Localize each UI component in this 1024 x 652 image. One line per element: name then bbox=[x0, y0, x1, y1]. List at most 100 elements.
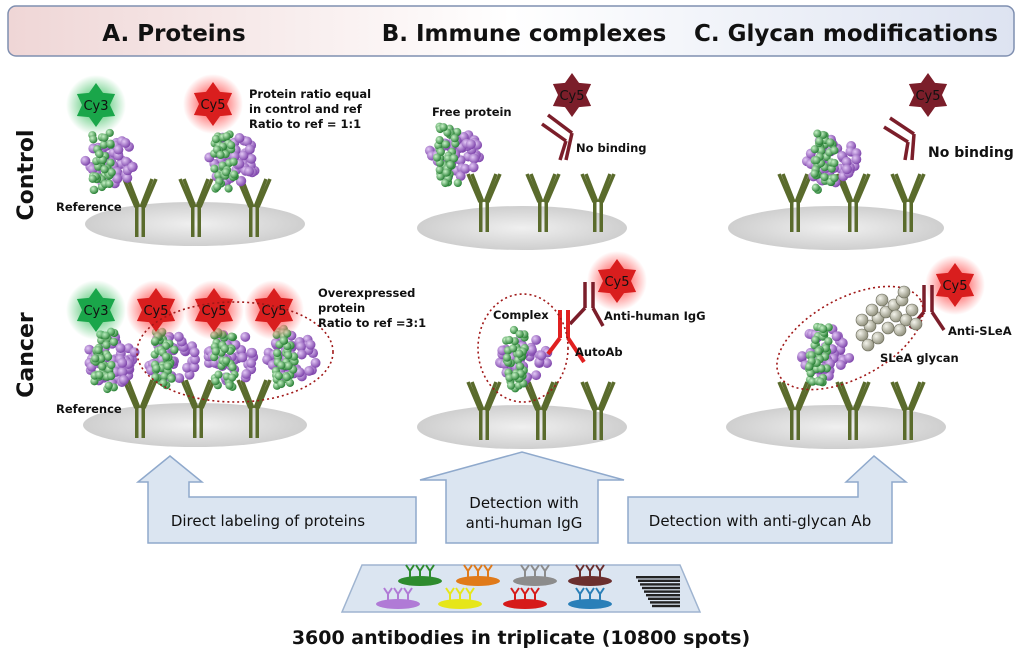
row-label-cancer: Cancer bbox=[14, 312, 39, 398]
header-banner bbox=[7, 5, 1015, 57]
label-ratio-equal-3: Ratio to ref = 1:1 bbox=[249, 117, 361, 131]
array-antibody bbox=[520, 587, 530, 602]
glycan-unit bbox=[865, 303, 879, 317]
gradient-bar bbox=[638, 579, 680, 582]
label-no-binding-immune: No binding bbox=[576, 141, 646, 155]
glycan-unit bbox=[881, 321, 895, 335]
label-overexpressed-1: Overexpressed bbox=[318, 286, 415, 300]
dye-star: Cy5 bbox=[183, 74, 243, 134]
arrow-label-anti-glycan: Detection with anti-glycan Ab bbox=[649, 512, 871, 530]
dye-label: Cy3 bbox=[83, 304, 108, 319]
dye-star: Cy5 bbox=[126, 280, 186, 340]
detection-antibody-arm bbox=[910, 133, 916, 161]
detection-antibody-arm bbox=[540, 122, 568, 143]
glycan-unit bbox=[875, 293, 889, 307]
protein bbox=[204, 130, 260, 193]
array-antibody bbox=[530, 587, 540, 602]
gradient-bar bbox=[652, 604, 680, 608]
detection-antibody-arm bbox=[558, 140, 568, 161]
capture-antibody bbox=[580, 173, 616, 232]
slide-antibody-spots bbox=[376, 564, 612, 609]
label-reference-cancer: Reference bbox=[56, 402, 122, 416]
array-antibody bbox=[445, 587, 455, 602]
label-reference-control: Reference bbox=[56, 200, 122, 214]
array-antibody bbox=[540, 564, 550, 579]
label-ratio-equal-1: Protein ratio equal bbox=[249, 87, 371, 101]
protein bbox=[801, 129, 862, 194]
gradient-bar bbox=[640, 583, 680, 586]
label-slea-glycan: SLeA glycan bbox=[880, 351, 959, 365]
array-antibody bbox=[425, 564, 435, 579]
glycan-unit bbox=[905, 303, 919, 317]
gradient-bar bbox=[650, 601, 680, 604]
detection-antibody-arm bbox=[930, 311, 946, 331]
array-antibody bbox=[575, 587, 585, 602]
array-antibody bbox=[585, 564, 595, 579]
array-antibody bbox=[520, 564, 530, 579]
array-antibody bbox=[585, 587, 595, 602]
arrow-anti-human-igg bbox=[419, 451, 625, 544]
detection-antibody-arm bbox=[546, 113, 574, 135]
arrow-anti-glycan bbox=[627, 455, 909, 544]
dye-star: Cy5 bbox=[244, 280, 304, 340]
dye-label: Cy5 bbox=[915, 89, 940, 104]
label-anti-slea: Anti-SLeA bbox=[948, 324, 1012, 338]
glycan-unit bbox=[893, 323, 907, 337]
label-autoab: AutoAb bbox=[575, 345, 623, 359]
detection-antibody-arm bbox=[568, 306, 587, 326]
glycan-unit bbox=[855, 313, 869, 327]
array-antibody bbox=[473, 564, 483, 579]
array-antibody bbox=[403, 587, 413, 602]
dye-star: Cy3 bbox=[66, 75, 126, 135]
array-antibody bbox=[530, 564, 540, 579]
capture-antibody bbox=[580, 381, 616, 440]
dye-star: Cy3 bbox=[66, 280, 126, 340]
array-antibody bbox=[405, 564, 415, 579]
protein bbox=[495, 325, 553, 393]
gradient-bar bbox=[644, 590, 680, 593]
array-antibody bbox=[393, 587, 403, 602]
glycan-highlight bbox=[776, 285, 924, 391]
label-overexpressed-2: protein bbox=[318, 301, 365, 315]
dye-label: Cy5 bbox=[261, 304, 286, 319]
dye-star: Cy5 bbox=[908, 73, 948, 117]
detection-antibody-arm bbox=[564, 132, 574, 161]
capture-antibody bbox=[890, 173, 926, 232]
dye-label: Cy5 bbox=[559, 89, 584, 104]
protein bbox=[796, 322, 855, 387]
detection-antibody-arm bbox=[566, 336, 586, 364]
glycan-unit bbox=[909, 317, 923, 331]
arrow-direct-labeling bbox=[135, 455, 417, 544]
label-no-binding-glycan: No binding bbox=[928, 145, 1014, 161]
detection-antibody-arm bbox=[889, 116, 915, 136]
array-antibody bbox=[463, 564, 473, 579]
label-complex: Complex bbox=[493, 308, 549, 322]
glycan-unit bbox=[855, 328, 869, 342]
capture-antibody bbox=[122, 178, 158, 237]
array-antibody bbox=[510, 587, 520, 602]
capture-antibody bbox=[180, 379, 216, 438]
dye-label: Cy5 bbox=[143, 304, 168, 319]
array-antibody bbox=[383, 587, 393, 602]
capture-antibody bbox=[236, 379, 272, 438]
array-antibody bbox=[483, 564, 493, 579]
slide-gradient-bars bbox=[636, 576, 680, 608]
glycan-unit bbox=[897, 285, 911, 299]
label-anti-human-igg: Anti-human IgG bbox=[604, 309, 706, 323]
capture-antibody bbox=[178, 178, 214, 237]
header-glycan-modifications: C. Glycan modifications bbox=[694, 21, 998, 47]
label-free-protein: Free protein bbox=[432, 105, 512, 119]
dye-label: Cy5 bbox=[942, 279, 967, 294]
capture-antibody bbox=[890, 381, 926, 440]
detection-antibody-arm bbox=[591, 307, 605, 327]
protein bbox=[203, 328, 259, 391]
detection-antibodies bbox=[540, 113, 946, 364]
array-antibody bbox=[595, 587, 605, 602]
capture-antibody bbox=[466, 381, 502, 440]
dye-label: Cy5 bbox=[604, 275, 629, 290]
dye-star: Cy5 bbox=[552, 73, 592, 117]
dye-star: Cy5 bbox=[925, 255, 985, 315]
array-antibody bbox=[465, 587, 475, 602]
